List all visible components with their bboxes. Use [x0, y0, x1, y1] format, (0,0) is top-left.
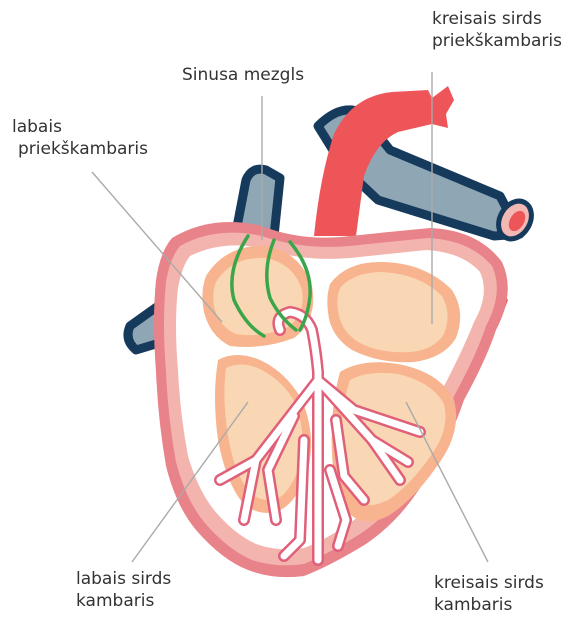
- label-right-ventricle-line2: kambaris: [76, 590, 171, 612]
- label-left-atrium-line2: priekškambaris: [432, 30, 562, 52]
- label-right-atrium-line1: labais: [12, 116, 148, 138]
- label-right-ventricle-line1: labais sirds: [76, 568, 171, 590]
- label-left-ventricle-line2: kambaris: [434, 594, 544, 616]
- label-right-atrium: labais priekškambaris: [12, 116, 148, 160]
- label-left-atrium: kreisais sirds priekškambaris: [432, 8, 562, 52]
- label-right-ventricle: labais sirds kambaris: [76, 568, 171, 612]
- label-sinus-node: Sinusa mezgls: [182, 64, 304, 86]
- label-left-ventricle: kreisais sirds kambaris: [434, 572, 544, 616]
- label-right-atrium-line2: priekškambaris: [12, 138, 148, 160]
- label-left-atrium-line1: kreisais sirds: [432, 8, 562, 30]
- label-left-ventricle-line1: kreisais sirds: [434, 572, 544, 594]
